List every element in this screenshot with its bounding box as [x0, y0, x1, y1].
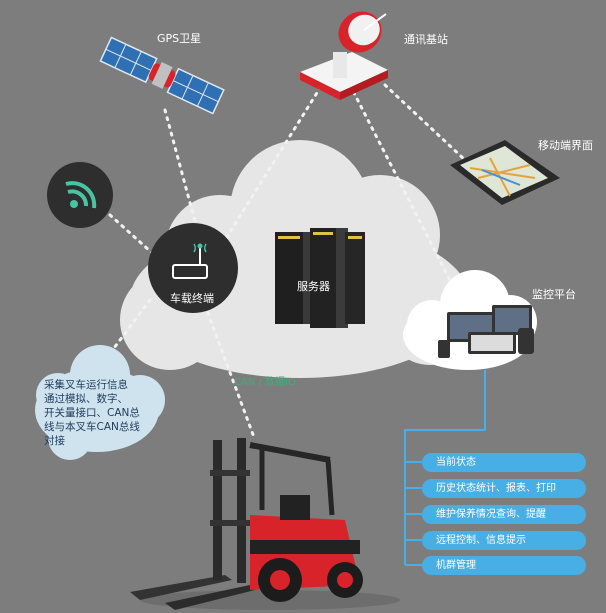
bubble-text: 采集叉车运行信息 通过模拟、数字、 开关量接口、CAN总 线与本叉车CAN总线 … [44, 378, 156, 448]
forklift-icon [130, 438, 400, 610]
info-bubble [35, 345, 165, 460]
bubble-line: 开关量接口、CAN总 [44, 407, 140, 419]
feature-history-stats: 历史状态统计、报表、打印 [422, 479, 586, 498]
wifi-icon [47, 162, 113, 228]
tower-label: 通讯基站 [404, 33, 448, 46]
feature-fleet-management: 机群管理 [422, 556, 586, 575]
bubble-line: 线与本叉车CAN总线 [44, 421, 140, 433]
vehicle-terminal-icon [148, 223, 238, 313]
bubble-line: 采集叉车运行信息 [44, 379, 128, 391]
gps-satellite-icon [99, 36, 225, 115]
mobile-label: 移动端界面 [538, 139, 593, 152]
monitor-devices-icon [438, 305, 534, 358]
feature-remote-control: 远程控制、信息提示 [422, 531, 586, 550]
can-io-label: CAN / 数据IO [234, 377, 296, 388]
monitor-platform-label: 监控平台 [532, 288, 576, 301]
bubble-line: 对接 [44, 435, 65, 447]
vehicle-terminal-label: 车载终端 [170, 292, 214, 305]
server-icon [275, 228, 365, 328]
tower-icon [300, 11, 388, 100]
feature-connector [404, 370, 486, 566]
mobile-tablet-icon [450, 140, 560, 205]
feature-current-status: 当前状态 [422, 453, 586, 472]
server-label: 服务器 [297, 280, 330, 293]
feature-maintenance: 维护保养情况查询、提醒 [422, 505, 586, 524]
bubble-line: 通过模拟、数字、 [44, 393, 128, 405]
gps-label: GPS卫星 [157, 32, 202, 45]
